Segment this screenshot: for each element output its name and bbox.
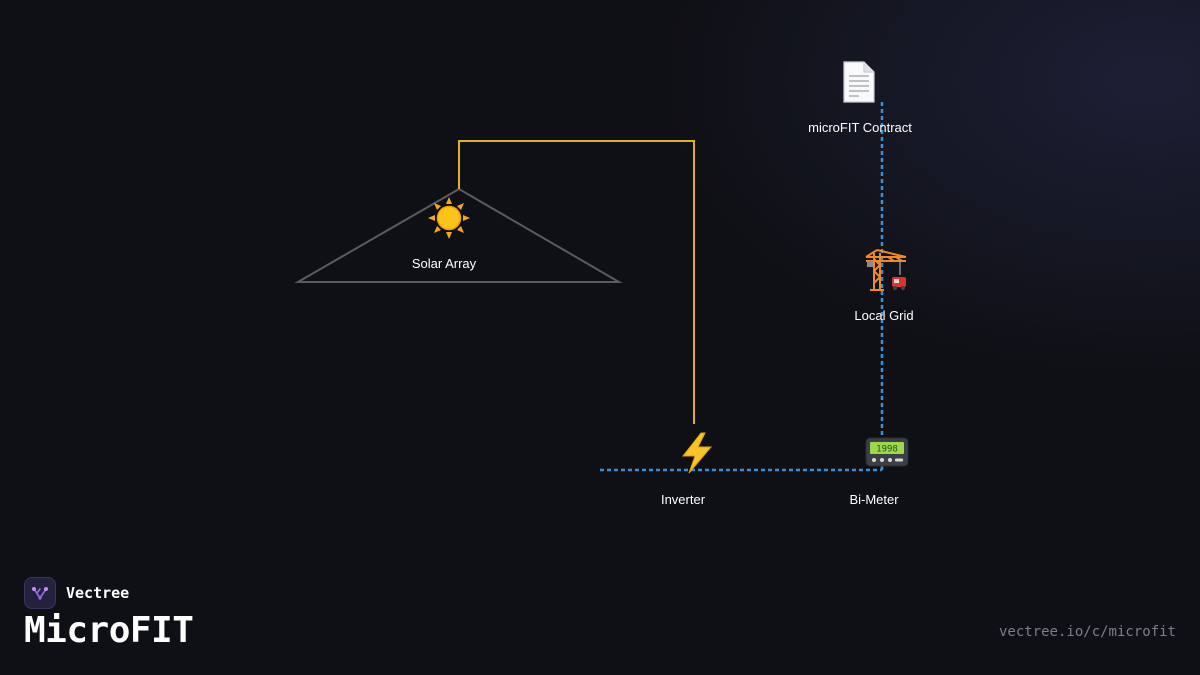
- sun-icon: [428, 197, 470, 239]
- inverter-label: Inverter: [660, 492, 706, 507]
- bi-meter-label: Bi-Meter: [849, 492, 899, 507]
- svg-text:1998: 1998: [876, 445, 898, 455]
- local-grid-node[interactable]: [864, 249, 910, 298]
- local-grid-label: Local Grid: [854, 308, 914, 323]
- document-icon: [843, 61, 875, 103]
- brand-name: Vectree: [66, 584, 130, 602]
- contract-label: microFIT Contract: [808, 120, 912, 135]
- dc-wire-solar-to-inverter: [458, 140, 695, 424]
- brand-block[interactable]: Vectree: [24, 577, 129, 609]
- contract-node[interactable]: [839, 60, 877, 109]
- solar-array-label: Solar Array: [411, 256, 477, 271]
- meter-icon: 1998: [865, 437, 909, 467]
- lightning-bolt-icon: [681, 432, 713, 474]
- footer-url-link[interactable]: vectree.io/c/microfit: [998, 624, 1176, 640]
- roof-outline: [294, 187, 623, 283]
- vectree-logo-icon: [24, 577, 56, 609]
- construction-crane-icon: [865, 249, 907, 291]
- bi-meter-node[interactable]: 1998: [865, 436, 909, 473]
- page-title: MicroFIT: [24, 610, 194, 651]
- solar-array-node[interactable]: [426, 195, 472, 246]
- inverter-node[interactable]: [677, 432, 717, 479]
